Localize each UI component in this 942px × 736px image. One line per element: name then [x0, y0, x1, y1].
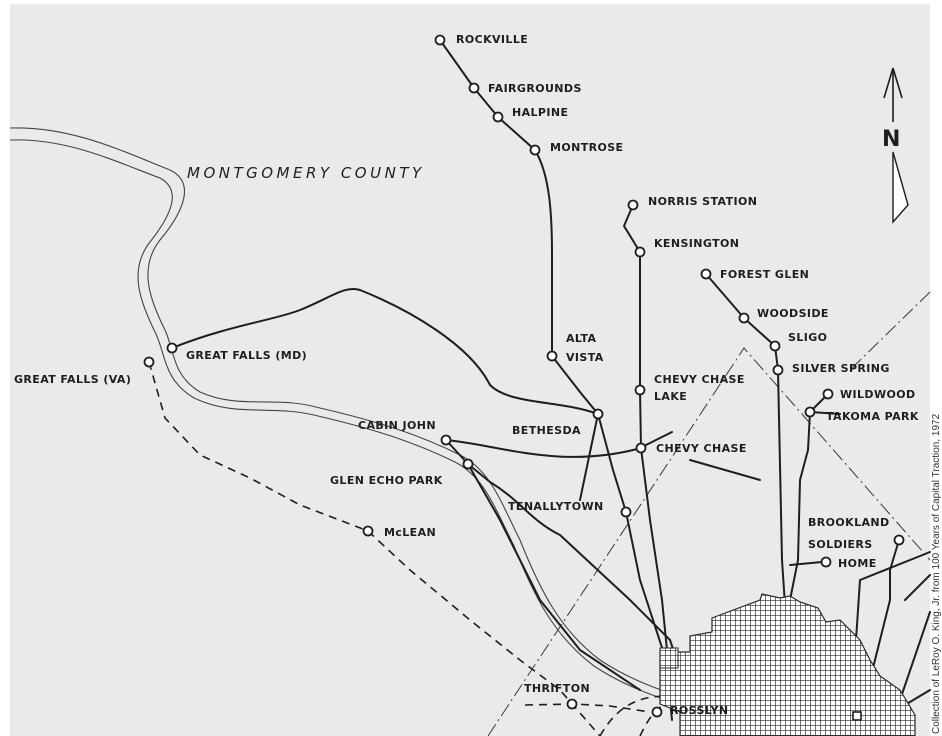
station-montrose — [529, 144, 541, 156]
label-bethesda: BETHESDA — [512, 424, 581, 437]
label-rockville: ROCKVILLE — [456, 33, 528, 46]
station-soldiers-home — [820, 556, 832, 568]
bethesda-cabin-link — [445, 439, 642, 458]
potomac-river — [9, 127, 721, 736]
label-norris-station: NORRIS STATION — [648, 195, 757, 208]
label-sligo: SLIGO — [788, 331, 827, 344]
label-vista: VISTA — [566, 351, 604, 364]
label-chevy-chase-lake-1: CHEVY CHASE — [654, 373, 745, 386]
station-alta-vista — [546, 350, 558, 362]
station-rockville — [434, 34, 446, 46]
photo-credit: Collection of LeRoy O. King, Jr. from 10… — [931, 413, 942, 734]
county-label: MONTGOMERY COUNTY — [187, 164, 425, 182]
station-brookland — [893, 534, 905, 546]
station-labels: ROCKVILLE FAIRGROUNDS HALPINE MONTROSE N… — [14, 33, 919, 717]
label-soldiers: SOLDIERS — [808, 538, 873, 551]
station-great-falls-va — [143, 356, 155, 368]
station-kensington — [634, 246, 646, 258]
label-chevy-chase-lake-2: LAKE — [654, 390, 687, 403]
station-woodside — [738, 312, 750, 324]
station-sligo — [769, 340, 781, 352]
washington-city-grid — [659, 593, 916, 736]
label-montrose: MONTROSE — [550, 141, 623, 154]
north-arrow-icon: N — [882, 67, 909, 224]
station-silver-spring — [772, 364, 784, 376]
label-chevy-chase: CHEVY CHASE — [656, 442, 747, 455]
station-rosslyn — [651, 706, 663, 718]
station-great-falls-md — [166, 342, 178, 354]
label-woodside: WOODSIDE — [757, 307, 829, 320]
station-chevy-chase — [635, 442, 647, 454]
station-takoma-park — [804, 406, 816, 418]
forest-glen-line — [705, 273, 791, 681]
station-mclean — [362, 525, 374, 537]
station-cabin-john — [440, 434, 452, 446]
kensington-line — [623, 204, 669, 661]
label-takoma-park: TAKOMA PARK — [826, 410, 919, 423]
label-cabin-john: CABIN JOHN — [358, 419, 436, 432]
grid-block — [659, 647, 679, 669]
label-silver-spring: SILVER SPRING — [792, 362, 890, 375]
virginia-dashed-line — [148, 361, 601, 736]
station-halpine — [492, 111, 504, 123]
dc-boundary — [487, 291, 931, 736]
great-falls-line — [171, 287, 599, 415]
label-forest-glen: FOREST GLEN — [720, 268, 809, 281]
north-label: N — [882, 127, 900, 152]
station-fairgrounds — [468, 82, 480, 94]
station-norris — [627, 199, 639, 211]
label-fairgrounds: FAIRGROUNDS — [488, 82, 582, 95]
label-kensington: KENSINGTON — [654, 237, 739, 250]
thrifton-dashed-line — [524, 703, 651, 713]
station-thrifton — [566, 698, 578, 710]
brookland-line — [869, 539, 900, 681]
station-markers — [143, 34, 905, 718]
margin-strip — [930, 0, 942, 736]
label-rosslyn: ROSSLYN — [670, 704, 728, 717]
label-thrifton: THRIFTON — [524, 682, 590, 695]
label-glen-echo-park: GLEN ECHO PARK — [330, 474, 443, 487]
capitol-square — [852, 711, 862, 721]
label-alta: ALTA — [566, 332, 597, 345]
soldiers-home-line — [789, 561, 823, 566]
station-bethesda — [592, 408, 604, 420]
station-tenallytown — [620, 506, 632, 518]
station-forest-glen — [700, 268, 712, 280]
cabin-john-line — [445, 439, 691, 701]
station-glen-echo-park — [462, 458, 474, 470]
label-halpine: HALPINE — [512, 106, 568, 119]
label-home: HOME — [838, 557, 877, 570]
station-wildwood — [822, 388, 834, 400]
label-mclean: McLEAN — [384, 526, 436, 539]
label-tenallytown: TENALLYTOWN — [508, 500, 604, 513]
label-wildwood: WILDWOOD — [840, 388, 916, 401]
station-chevy-chase-lake — [634, 384, 646, 396]
northeast-lines — [855, 551, 931, 721]
label-great-falls-md: GREAT FALLS (MD) — [186, 349, 307, 362]
glen-echo-branch — [467, 463, 641, 691]
label-great-falls-va: GREAT FALLS (VA) — [14, 373, 131, 386]
label-brookland: BROOKLAND — [808, 516, 890, 529]
